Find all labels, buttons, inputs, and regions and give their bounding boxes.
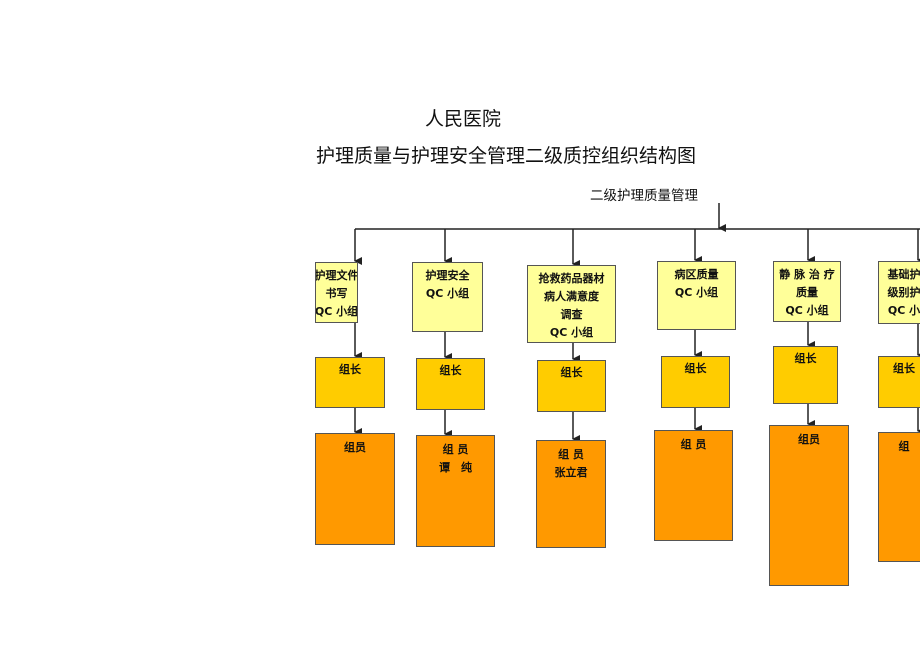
qc-group-box-text: QC 小: [887, 304, 920, 317]
group-leader-box: 组长: [315, 357, 385, 408]
group-leader-box: 组长: [878, 356, 920, 408]
qc-group-box-text: 调查: [560, 308, 583, 321]
group-leader-label: 组长: [684, 362, 707, 375]
root-node-label: 二级护理质量管理: [590, 188, 698, 204]
qc-group-box: 基础护级别护 QC 小: [878, 261, 920, 324]
qc-group-box-text: QC 小组: [315, 305, 358, 318]
qc-group-box-text: QC 小组: [674, 286, 719, 299]
qc-group-box: 护理安全 QC 小组: [412, 262, 483, 332]
qc-group-box-text: 静 脉 治 疗: [779, 268, 835, 281]
qc-group-box: 病区质量 QC 小组: [657, 261, 736, 330]
group-member-box: 组 员: [654, 430, 733, 541]
qc-group-box: 抢救药品器材病人满意度调查 QC 小组: [527, 265, 616, 343]
qc-group-box-text: 书写: [325, 287, 348, 300]
qc-group-box: 护理文件书写 QC 小组: [315, 262, 358, 323]
group-leader-label: 组长: [794, 352, 817, 365]
group-leader-box: 组长: [661, 356, 730, 408]
group-member-box: 组员: [315, 433, 395, 545]
qc-group-box-text: 护理文件: [315, 269, 358, 282]
group-leader-box: 组长: [773, 346, 838, 404]
qc-group-box-text: 质量: [796, 286, 818, 299]
group-leader-label: 组长: [339, 363, 361, 376]
group-leader-label: 组长: [439, 364, 462, 377]
qc-group-box-text: 抢救药品器材: [538, 272, 605, 285]
group-member-box-text: 组 员: [558, 448, 584, 461]
qc-group-box-text: 护理安全: [425, 269, 470, 282]
group-member-box: 组: [878, 432, 920, 562]
group-member-box-text: 组员: [798, 433, 820, 446]
qc-group-box: 静 脉 治 疗质量 QC 小组: [773, 261, 841, 322]
group-member-box: 组员: [769, 425, 849, 586]
hospital-name: 人民医院: [425, 108, 502, 130]
qc-group-box-text: QC 小组: [425, 287, 470, 300]
group-member-box-text: 张立君: [554, 466, 588, 479]
group-leader-label: 组长: [893, 362, 915, 375]
group-member-box-text: 组: [898, 440, 910, 453]
qc-group-box-text: 病区质量: [674, 268, 719, 281]
group-member-box-text: 组员: [344, 441, 366, 454]
chart-title: 护理质量与护理安全管理二级质控组织结构图: [316, 145, 697, 167]
qc-group-box-text: QC 小组: [785, 304, 829, 317]
group-member-box: 组 员张立君: [536, 440, 606, 548]
qc-group-box-text: 级别护: [887, 286, 920, 299]
group-leader-box: 组长: [537, 360, 606, 412]
group-member-box-text: 组 员: [442, 443, 469, 456]
group-member-box-text: 谭 纯: [439, 461, 472, 474]
group-leader-label: 组长: [560, 366, 583, 379]
qc-group-box-text: 病人满意度: [544, 290, 599, 303]
qc-group-box-text: 基础护: [887, 268, 920, 281]
qc-group-box-text: QC 小组: [549, 326, 594, 339]
group-leader-box: 组长: [416, 358, 485, 410]
group-member-box-text: 组 员: [680, 438, 707, 451]
group-member-box: 组 员谭 纯: [416, 435, 495, 547]
